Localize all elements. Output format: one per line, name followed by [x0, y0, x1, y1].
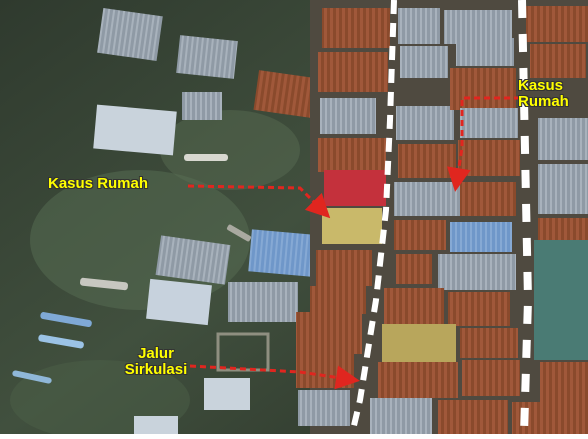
label-jalur-line-2: Sirkulasi [124, 360, 188, 378]
label-jalur-line-1: Jalur [138, 345, 174, 362]
label-jalur-sirkulasi: Jalur Sirkulasi [110, 346, 202, 378]
label-kasus-rumah-left: Kasus Rumah [48, 175, 149, 192]
arrow-left-house [187, 184, 331, 219]
label-right-line-2: Rumah [518, 92, 569, 110]
label-right-line-1: Kasus [518, 77, 564, 94]
arrow-right-house [446, 96, 520, 192]
houses-left [93, 8, 317, 434]
dense-settlement [296, 0, 588, 434]
label-kasus-rumah-right: Kasus Rumah [518, 78, 586, 110]
circulation-path-1 [349, 0, 397, 435]
boats [12, 154, 252, 384]
arrow-circulation [189, 364, 360, 390]
circulation-path-2 [518, 0, 533, 435]
